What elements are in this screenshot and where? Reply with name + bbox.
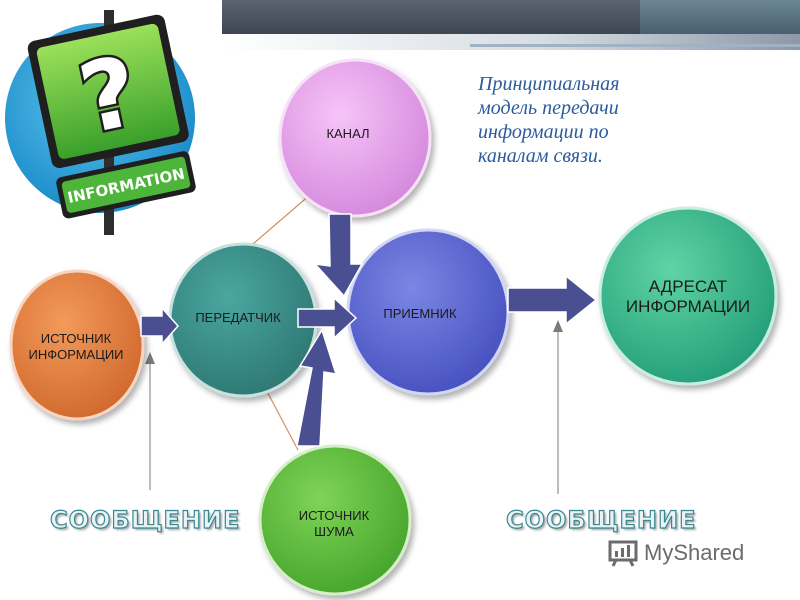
- message-label-left: СООБЩЕНИЕ: [49, 505, 241, 534]
- question-board: ?: [27, 14, 189, 169]
- arrow-receiver-to-recipient: [507, 274, 598, 326]
- node-channel: КАНАЛ: [278, 58, 432, 218]
- node-label: ИНФОРМАЦИИ: [626, 297, 750, 316]
- node-label: КАНАЛ: [326, 126, 369, 141]
- node-label: ИСТОЧНИК: [41, 331, 112, 346]
- arrow-source-to-transmitter: [140, 306, 180, 346]
- title-line: модель передачи: [478, 97, 619, 119]
- slide-title: Принципиальная модель передачи информаци…: [478, 72, 778, 168]
- node-label: ШУМА: [314, 524, 354, 539]
- watermark-text: MyShared: [644, 540, 745, 565]
- arrow-channel-to-receiver: [313, 213, 364, 298]
- watermark: MyShared: [608, 538, 744, 568]
- information-plate: INFORMATION: [56, 151, 196, 219]
- connector-line: [261, 381, 299, 451]
- title-line: Принципиальная: [478, 73, 620, 95]
- node-label: ПЕРЕДАТЧИК: [195, 310, 281, 325]
- title-line: информации по: [478, 121, 609, 143]
- node-label: АДРЕСАТ: [649, 277, 727, 296]
- pointer-arrowhead-icon: [553, 320, 563, 332]
- title-line: каналам связи.: [478, 145, 603, 167]
- node-label: ИНФОРМАЦИИ: [28, 347, 123, 362]
- node-noise: ИСТОЧНИК ШУМА: [258, 444, 412, 596]
- node-source: ИСТОЧНИК ИНФОРМАЦИИ: [9, 269, 145, 421]
- header-accent: [640, 0, 800, 34]
- information-sign-logo: ? INFORMATION: [5, 10, 196, 235]
- message-label-right: СООБЩЕНИЕ: [505, 505, 697, 534]
- node-recipient: АДРЕСАТ ИНФОРМАЦИИ: [598, 206, 778, 386]
- arrow-noise-to-channel: [296, 328, 338, 447]
- pointer-arrowhead-icon: [145, 352, 155, 364]
- node-receiver: ПРИЕМНИК: [346, 228, 510, 396]
- question-mark-icon: ?: [70, 35, 148, 156]
- arrow-transmitter-to-receiver: [297, 296, 358, 340]
- node-label: ИСТОЧНИК: [299, 508, 370, 523]
- node-label: ПРИЕМНИК: [383, 306, 457, 321]
- header-rule: [470, 44, 800, 47]
- chart-board-icon: [608, 540, 638, 567]
- node-transmitter: ПЕРЕДАТЧИК: [168, 242, 318, 398]
